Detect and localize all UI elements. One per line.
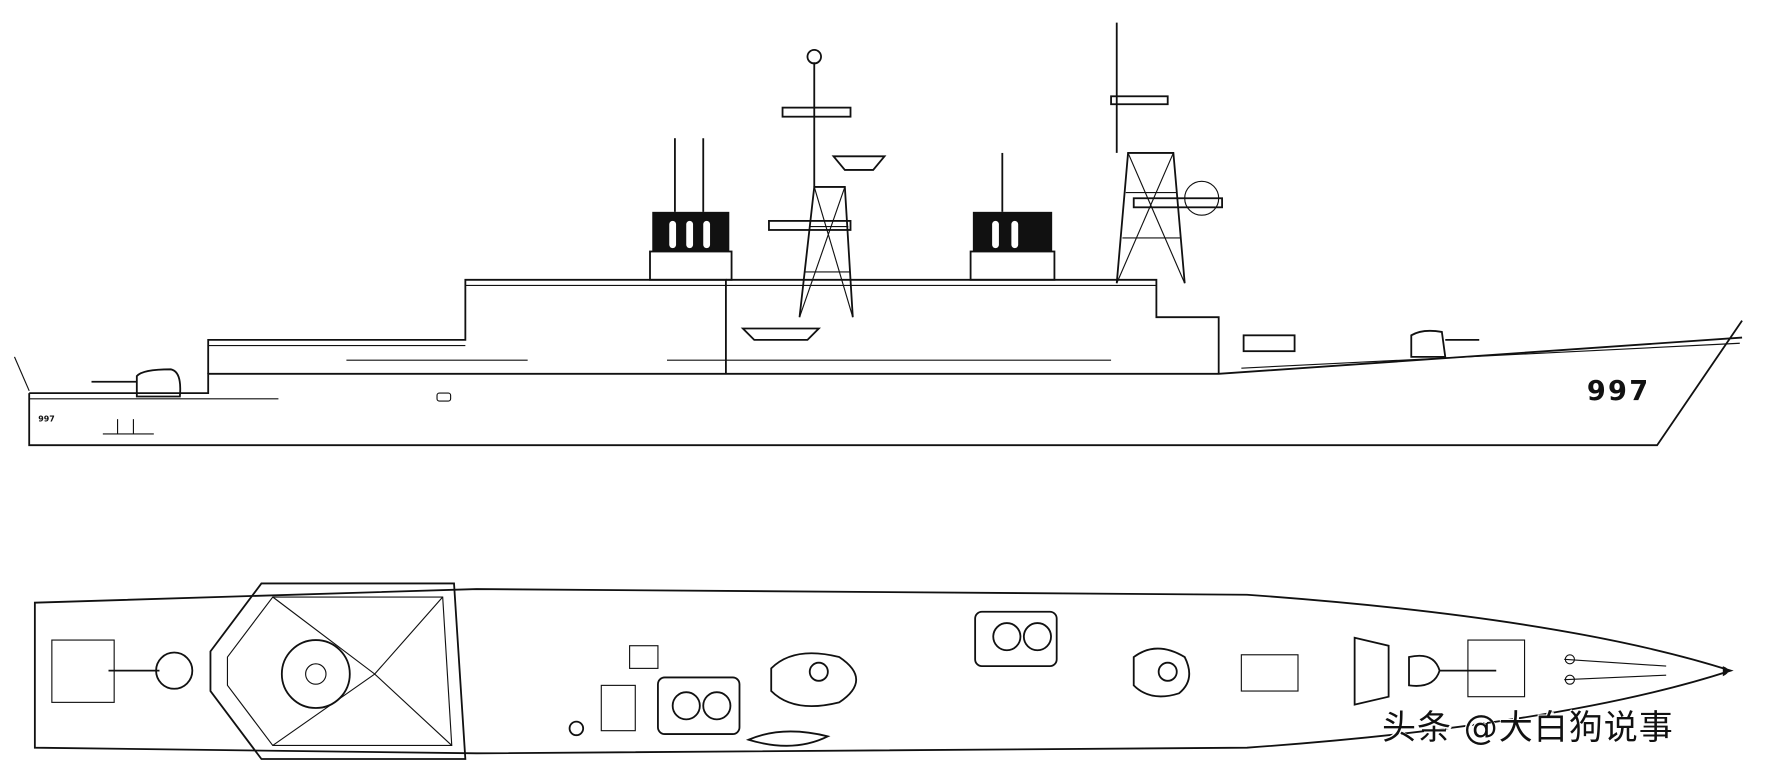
aft-mast xyxy=(740,48,887,341)
hull-number: 997 xyxy=(1587,376,1651,407)
side-profile: 997 997 xyxy=(13,22,1743,447)
forward-gun xyxy=(1410,329,1447,358)
watermark: 头条 @大白狗说事 xyxy=(1382,708,1674,748)
stern-number: 997 xyxy=(38,414,55,423)
helipad-circle xyxy=(280,639,351,709)
hull-outline xyxy=(28,320,1743,447)
top-view xyxy=(33,582,1734,760)
aft-gun xyxy=(135,368,182,398)
forward-mast xyxy=(1110,22,1223,284)
helicopter-deck xyxy=(209,582,467,760)
deck-outline xyxy=(33,588,1734,755)
